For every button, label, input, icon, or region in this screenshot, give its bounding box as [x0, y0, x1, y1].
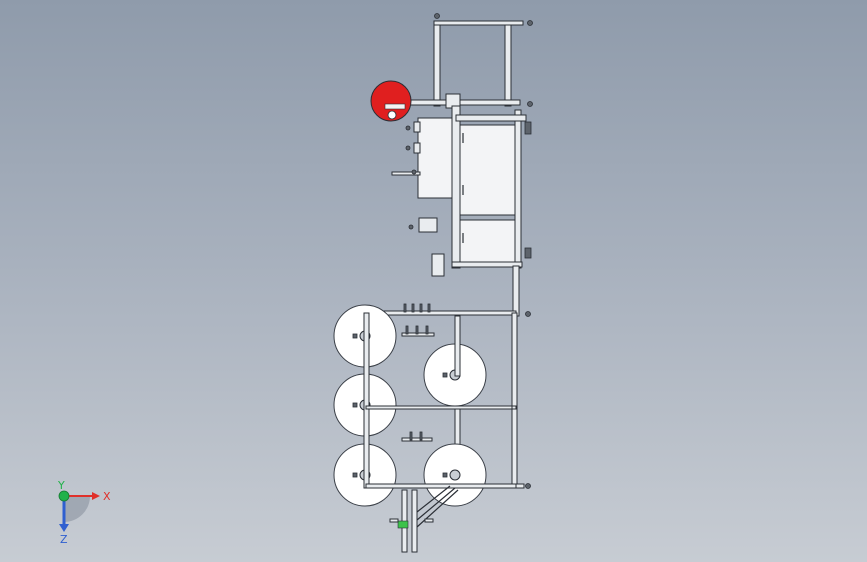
side-box [391, 117, 453, 277]
z-arrow-head [59, 524, 69, 532]
red-reel [370, 80, 412, 122]
y-axis-label: Y [57, 479, 65, 492]
x-axis-label: X [103, 490, 111, 503]
z-axis-label: Z [60, 533, 68, 546]
frame-overlay [363, 312, 517, 489]
x-arrow-head [92, 492, 100, 500]
connector-post [512, 265, 520, 317]
roll-5 [423, 443, 487, 507]
axis-triad: X Y Z [57, 479, 111, 546]
upper-frame [394, 13, 533, 107]
cabinet [451, 105, 532, 269]
y-axis-dot [58, 490, 70, 502]
bottom-feed [389, 485, 459, 553]
